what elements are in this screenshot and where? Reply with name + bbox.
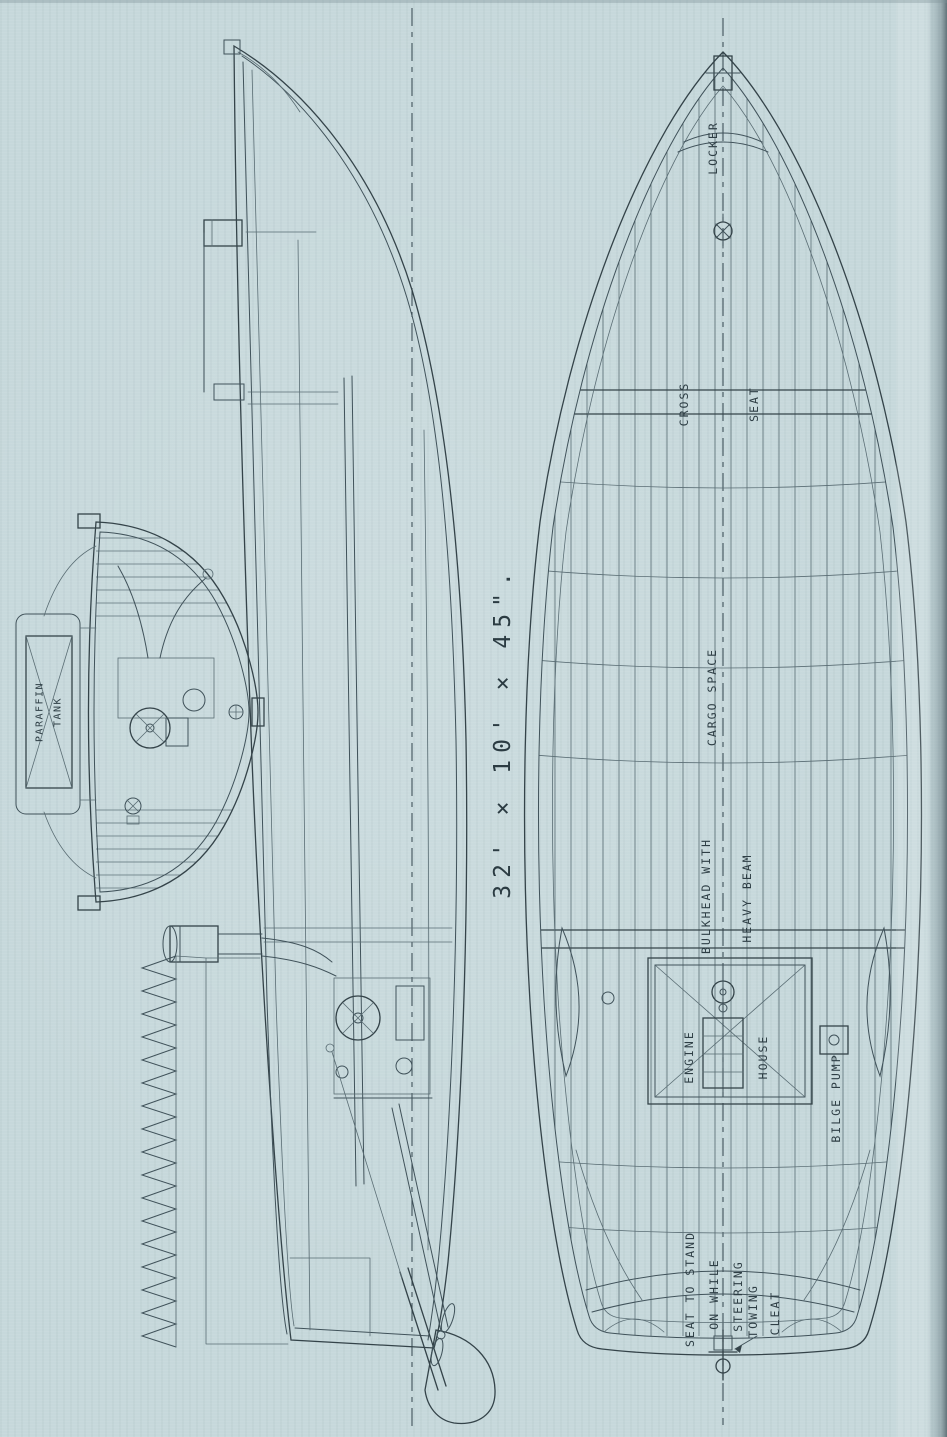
sheer-inner-line <box>242 61 288 1335</box>
stern-sheets <box>585 1270 861 1333</box>
side-benches <box>555 926 891 1301</box>
bilge-pump <box>819 1025 849 1069</box>
keel-inner-line <box>241 55 458 1341</box>
keel-section <box>251 697 265 727</box>
locker-label: LOCKER <box>706 121 720 175</box>
steering-seat-label-1: SEAT TO STAND <box>683 1231 697 1347</box>
cargo-space-label: CARGO SPACE <box>705 648 719 746</box>
towing-cleat-label-2: CLEAT <box>768 1291 782 1336</box>
leader-arrowhead <box>735 1345 742 1353</box>
covering-board-line <box>251 69 295 1327</box>
cross-seat-label-1: CROSS <box>677 382 691 427</box>
prop-blade-lower <box>430 1337 444 1367</box>
stem-head-fitting <box>705 55 741 91</box>
steering-line <box>331 1051 403 1279</box>
flywheel-section <box>129 707 171 749</box>
prop-shaft <box>391 1103 449 1332</box>
engine-block-plan <box>702 1017 744 1089</box>
bulkhead-beam <box>538 929 908 949</box>
hull-stringer-line <box>552 85 894 1323</box>
towing-cleat-leader <box>734 1335 758 1350</box>
rudder-stock <box>399 1267 447 1391</box>
bilge-pump-label: BILGE PUMP <box>829 1053 843 1142</box>
exhaust-pipe <box>261 937 337 977</box>
seacock-fitting <box>124 797 142 825</box>
prop-blade-upper <box>440 1303 456 1333</box>
transom-line <box>294 1327 431 1337</box>
towing-cleat-label-1: TOWING <box>746 1284 760 1338</box>
bulkhead-label-2: HEAVY BEAM <box>740 853 754 942</box>
breasthook <box>677 132 769 153</box>
scan-edge-top <box>0 0 947 3</box>
interior-stringers <box>245 231 453 1337</box>
deck-posts <box>203 39 245 401</box>
profile-hull-outline <box>233 44 468 1349</box>
bulkhead-label-1: BULKHEAD WITH <box>699 838 713 954</box>
steering-seat-label-2: ON WHILE <box>707 1258 721 1329</box>
paraffin-tank-label-1: PARAFFIN <box>35 682 46 742</box>
paper-curl-highlight <box>896 0 930 1437</box>
steering-seat-label-3: STEERING <box>731 1260 745 1331</box>
gunwale-caps <box>77 513 101 911</box>
shaft-center <box>228 704 244 720</box>
exhaust-funnel <box>162 925 263 963</box>
rudder-blade <box>424 1329 496 1425</box>
section-outline <box>87 521 259 903</box>
section-planking <box>96 537 256 889</box>
cross-seat-beam <box>538 389 908 415</box>
engine-house <box>647 957 813 1105</box>
canopy-frame <box>15 545 97 879</box>
flywheel-profile <box>335 995 381 1041</box>
cross-seat-label-2: SEAT <box>747 386 761 422</box>
engine-house-label-1: ENGINE <box>682 1030 696 1084</box>
towing-cleat-fitting <box>708 1329 758 1381</box>
bow-chine-hint <box>237 51 301 113</box>
section-view: PARAFFIN TANK <box>15 513 265 911</box>
paraffin-tank: PARAFFIN TANK <box>25 635 73 789</box>
propeller-and-rudder <box>325 1043 496 1425</box>
sawtooth-strip <box>140 955 289 1348</box>
stem-head-profile <box>223 39 241 55</box>
engine-section <box>117 565 215 749</box>
paraffin-tank-label-2: TANK <box>53 697 64 727</box>
plan-frames <box>538 479 908 1234</box>
tank-cross-bracing <box>25 635 73 789</box>
engine-profile <box>261 937 433 1099</box>
plan-view: LOCKER CROSS SEAT CARGO SPACE BULKHEAD W… <box>523 18 923 1425</box>
plan-planking-lines <box>538 68 908 1336</box>
section-inner-line <box>93 531 250 893</box>
profile-view <box>140 8 496 1432</box>
mooring-ring <box>713 213 733 249</box>
scan-edge-shadow <box>926 0 947 1437</box>
engine-house-cross-bracing <box>654 964 806 1098</box>
engine-pipes <box>117 565 207 659</box>
engine-house-label-2: HOUSE <box>756 1035 770 1080</box>
dimensions-label: 32' × 10' × 45". <box>490 565 516 899</box>
